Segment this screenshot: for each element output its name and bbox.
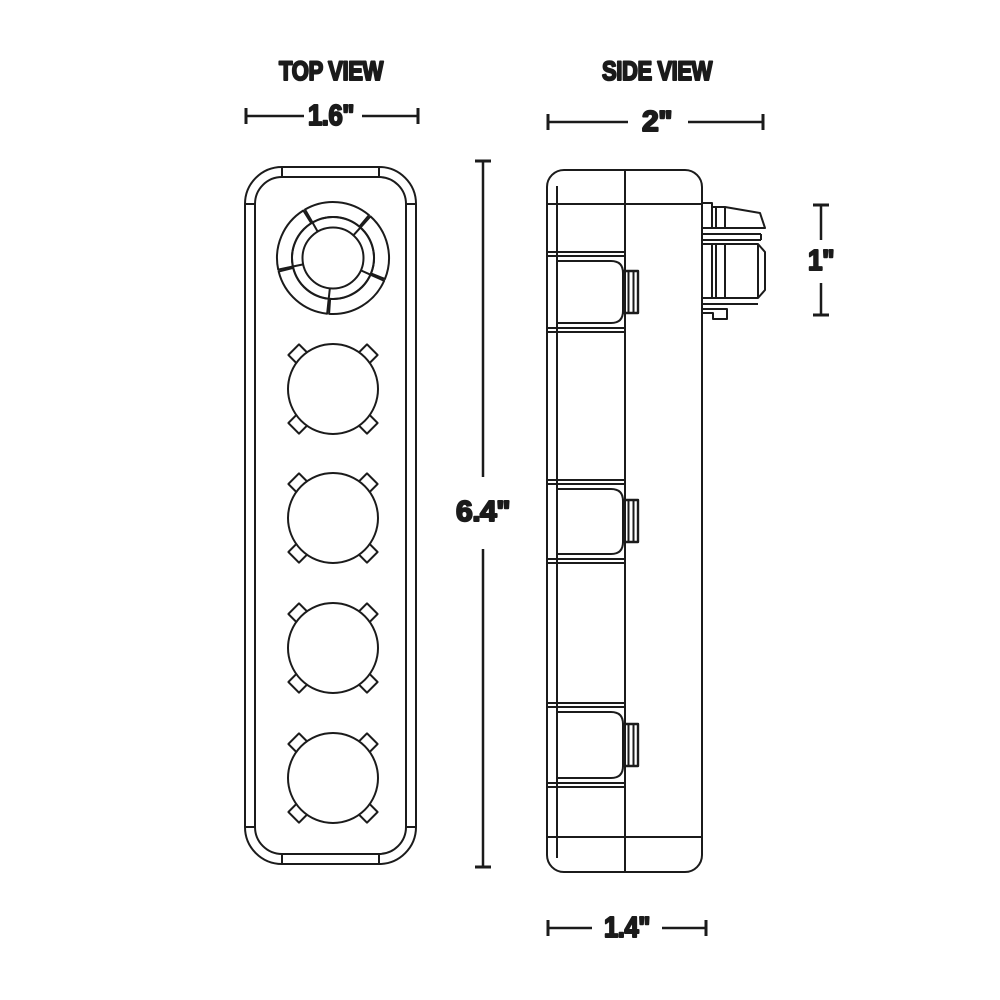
top-view-body-inner (254, 176, 407, 855)
dim-plug-height (813, 203, 829, 317)
panel-inset-outline (558, 260, 624, 324)
clip-panel-2 (547, 479, 640, 564)
dim-top-width-label: 1.6" (308, 100, 354, 132)
dim-top-width (244, 108, 420, 124)
side-view-group: SIDE VIEW 2" (546, 55, 836, 945)
outlet-opening-4 (287, 732, 379, 824)
dial-ring-tick (323, 287, 336, 300)
top-view-body-outer (244, 166, 417, 865)
dim-body-height-label: 6.4" (456, 496, 510, 528)
mounting-clip-3 (622, 722, 640, 768)
mounting-clip-1 (622, 269, 640, 315)
dim-side-width (546, 114, 765, 130)
plug-band (703, 233, 762, 241)
panel-inset-outline (558, 488, 624, 555)
outlet-opening-2 (287, 472, 379, 564)
outlet-opening-1 (287, 343, 379, 435)
top-view-label: TOP VIEW (279, 56, 384, 86)
clip-panel-1 (547, 251, 640, 333)
plug-group (703, 202, 766, 320)
dial-ring-tick (291, 260, 305, 271)
top-view-corner-ticks (245, 167, 416, 864)
top-view-group: TOP VIEW 1.6" (244, 55, 512, 869)
dial-blade (304, 200, 370, 228)
outlet-opening-3 (287, 602, 379, 694)
plug-hook (703, 308, 728, 320)
plug-lower-block (703, 243, 766, 299)
dim-base-depth-label: 1.4" (604, 912, 650, 944)
dim-plug-height-label: 1" (808, 245, 834, 277)
dim-body-height (475, 159, 491, 869)
dim-base-depth (546, 920, 708, 936)
dial-center-circle (301, 226, 365, 290)
dim-side-width-label: 2" (642, 106, 672, 138)
side-view-label: SIDE VIEW (602, 56, 713, 86)
dial-opening (269, 200, 399, 326)
panel-inset-outline (558, 711, 624, 779)
clip-panel-3 (547, 702, 640, 788)
dial-ring-tick (311, 221, 319, 233)
mounting-clip-2 (622, 498, 640, 544)
